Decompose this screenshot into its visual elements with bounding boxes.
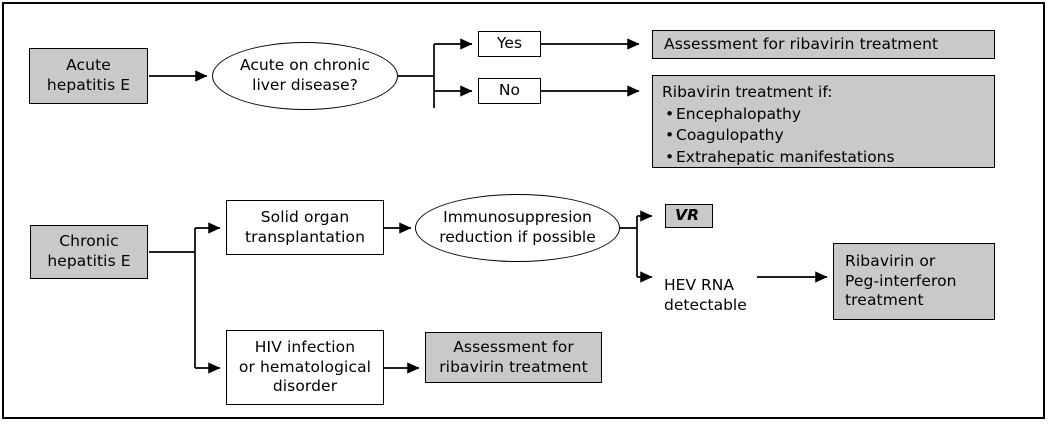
- node-label: Acute on chronic liver disease?: [240, 56, 370, 94]
- node-hev-rna-detectable: HEV RNA detectable: [664, 255, 769, 315]
- node-label: VR: [675, 206, 700, 225]
- list-item: Coagulopathy: [665, 125, 994, 146]
- node-label: Solid organ transplantation: [244, 207, 366, 246]
- node-vr[interactable]: VR: [665, 204, 713, 228]
- node-no[interactable]: No: [478, 78, 541, 104]
- edge-chronic-split: [149, 228, 196, 368]
- node-chronic-hepatitis-e[interactable]: Chronic hepatitis E: [30, 225, 148, 279]
- ribavirin-if-list: Encephalopathy Coagulopathy Extrahepatic…: [662, 104, 994, 168]
- edge-immuno-split: [620, 216, 638, 277]
- diagram-border: [2, 2, 1045, 419]
- node-ribavirin-treatment-if[interactable]: Ribavirin treatment if: Encephalopathy C…: [652, 75, 995, 168]
- node-assessment-for-ribavirin-treatment-bottom[interactable]: Assessment for ribavirin treatment: [425, 332, 602, 383]
- node-immunosuppresion-reduction[interactable]: Immunosuppresion reduction if possible: [415, 194, 620, 262]
- node-label: HEV RNA detectable: [664, 276, 747, 315]
- node-label: Assessment for ribavirin treatment: [664, 34, 939, 53]
- node-acute-on-chronic-liver-disease[interactable]: Acute on chronic liver disease?: [212, 42, 398, 110]
- node-label: Assessment for ribavirin treatment: [439, 337, 588, 376]
- node-ribavirin-or-peg-interferon-treatment[interactable]: Ribavirin or Peg-interferon treatment: [833, 243, 995, 320]
- node-label: Ribavirin or Peg-interferon treatment: [845, 251, 957, 310]
- node-label: Acute hepatitis E: [46, 56, 131, 94]
- node-label: HIV infection or hematological disorder: [238, 337, 372, 396]
- node-solid-organ-transplantation[interactable]: Solid organ transplantation: [226, 200, 384, 255]
- ribavirin-if-lead: Ribavirin treatment if:: [662, 83, 833, 101]
- node-label: Chronic hepatitis E: [47, 232, 131, 270]
- node-label: No: [498, 81, 521, 100]
- node-acute-hepatitis-e[interactable]: Acute hepatitis E: [29, 48, 148, 104]
- node-yes[interactable]: Yes: [478, 31, 541, 57]
- node-assessment-for-ribavirin-treatment-top[interactable]: Assessment for ribavirin treatment: [652, 30, 995, 59]
- node-hiv-infection-or-hematological-disorder[interactable]: HIV infection or hematological disorder: [226, 330, 384, 405]
- node-label: Immunosuppresion reduction if possible: [439, 208, 596, 246]
- node-label: Yes: [496, 34, 523, 53]
- edge-decision-split: [398, 44, 435, 108]
- list-item: Extrahepatic manifestations: [665, 147, 994, 168]
- list-item: Encephalopathy: [665, 104, 994, 125]
